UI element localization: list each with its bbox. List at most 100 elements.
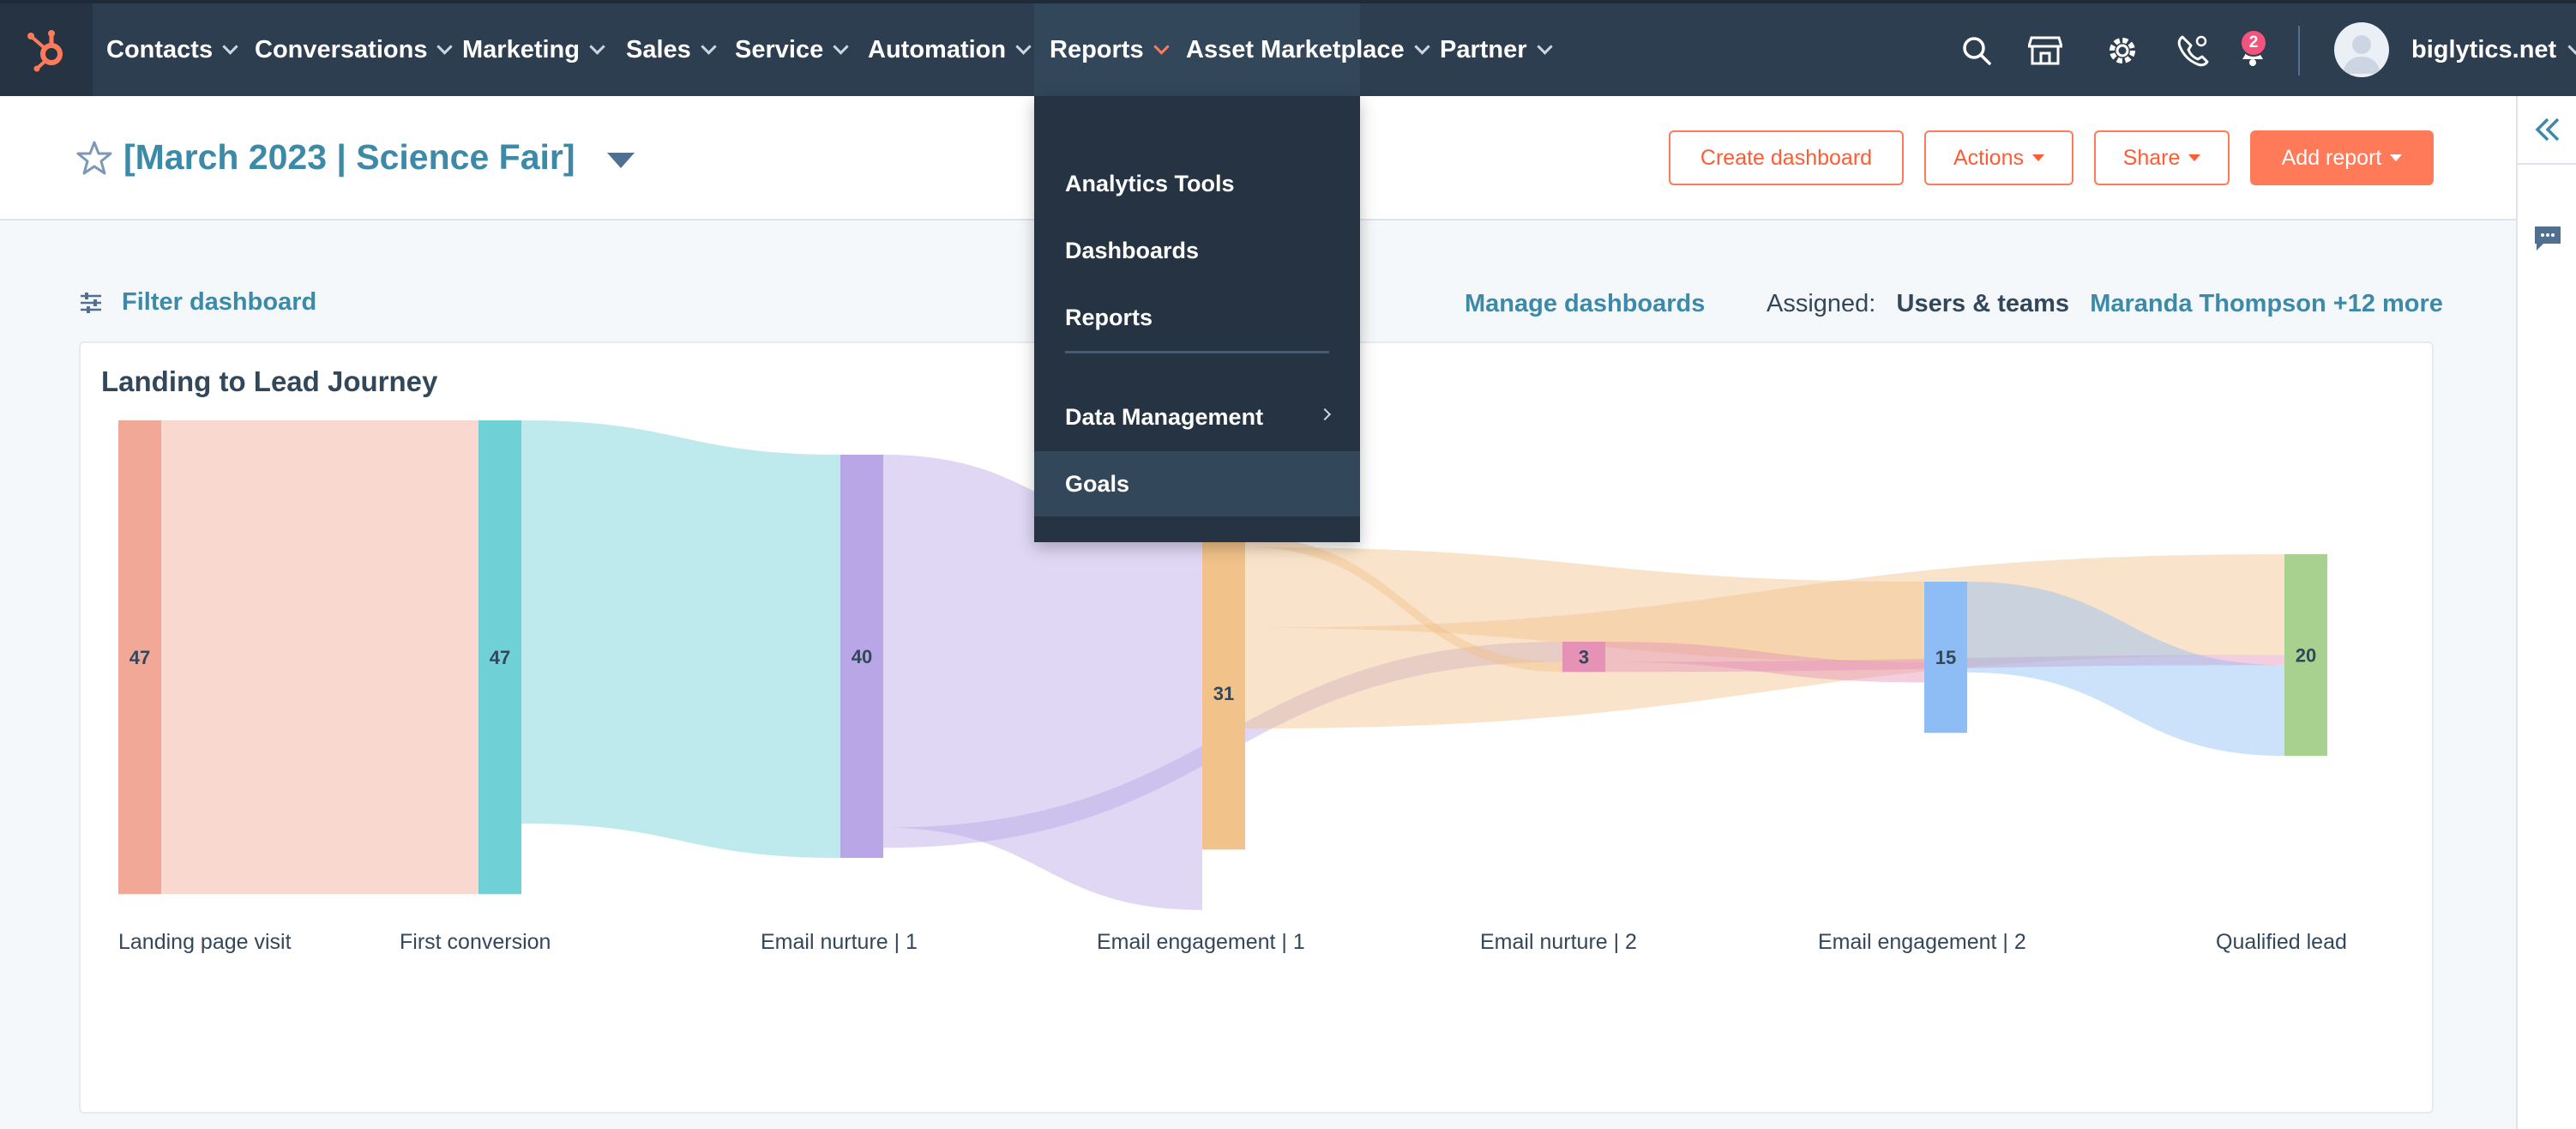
favorite-star-icon[interactable] <box>75 139 113 177</box>
chevron-right-icon <box>1318 408 1332 421</box>
button-label: Actions <box>1953 145 2024 170</box>
nav-label: Partner <box>1440 35 1527 63</box>
nav-contacts[interactable]: Contacts <box>106 3 238 96</box>
nav-automation[interactable]: Automation <box>868 3 1032 96</box>
nav-conversations[interactable]: Conversations <box>255 3 454 96</box>
account-menu[interactable]: biglytics.net <box>2411 3 2576 96</box>
nav-divider <box>2298 26 2300 75</box>
menu-item-label: Analytics Tools <box>1065 170 1235 196</box>
nav-label: Asset Marketplace <box>1186 35 1405 63</box>
report-title[interactable]: Landing to Lead Journey <box>101 365 438 397</box>
add-report-button[interactable]: Add report <box>2250 130 2434 185</box>
nav-partner[interactable]: Partner <box>1440 3 1553 96</box>
nav-asset-marketplace[interactable]: Asset Marketplace <box>1186 3 1430 96</box>
menu-item-goals[interactable]: Goals <box>1034 451 1360 516</box>
manage-dashboards-link[interactable]: Manage dashboards <box>1465 290 1706 317</box>
sankey-link-landing-first[interactable] <box>161 420 478 895</box>
share-button[interactable]: Share <box>2094 130 2230 185</box>
nav-reports[interactable]: Reports <box>1034 3 1360 96</box>
chevron-down-icon <box>701 38 717 55</box>
assigned-info: Assigned: Users & teams Maranda Thompson… <box>1766 290 2443 318</box>
button-label: Add report <box>2281 145 2382 170</box>
hubspot-logo-icon[interactable] <box>0 3 93 96</box>
sankey-link-engage1-nurture2[interactable] <box>1245 537 1562 673</box>
chevron-down-icon <box>436 38 454 55</box>
sankey-link-first-nurture1[interactable] <box>521 420 840 858</box>
menu-item-analytics-tools[interactable]: Analytics Tools <box>1034 151 1360 216</box>
sankey-node-first[interactable] <box>478 420 521 895</box>
top-navigation: Contacts Conversations Marketing Sales S… <box>0 0 2576 96</box>
sankey-node-value: 47 <box>129 647 150 668</box>
sankey-node-label: Email engagement | 2 <box>1818 930 2026 954</box>
filter-label: Filter dashboard <box>122 288 317 316</box>
phone-icon[interactable] <box>2171 29 2214 72</box>
search-icon[interactable] <box>1955 29 1998 72</box>
menu-item-label: Reports <box>1065 304 1153 330</box>
menu-item-data-management[interactable]: Data Management <box>1034 384 1360 450</box>
sankey-node-label: Qualified lead <box>2216 930 2347 954</box>
sankey-node-qualified[interactable] <box>2284 554 2327 756</box>
assigned-value: Users & teams <box>1896 290 2070 317</box>
sankey-node-label: Landing page visit <box>118 930 292 954</box>
sankey-node-engage2[interactable] <box>1924 582 1967 734</box>
sankey-node-label: Email nurture | 1 <box>761 930 918 954</box>
collapse-panel-icon[interactable] <box>2518 96 2576 165</box>
nav-service[interactable]: Service <box>735 3 849 96</box>
nav-label: Conversations <box>255 35 428 63</box>
sankey-node-landing[interactable] <box>118 420 161 895</box>
menu-item-dashboards[interactable]: Dashboards <box>1034 218 1360 283</box>
nav-label: Service <box>735 35 824 63</box>
nav-marketing[interactable]: Marketing <box>462 3 605 96</box>
reports-dropdown-menu: Analytics Tools Dashboards Reports Data … <box>1034 96 1360 542</box>
create-dashboard-button[interactable]: Create dashboard <box>1669 130 1904 185</box>
sankey-node-value: 31 <box>1213 683 1234 704</box>
chevron-down-icon <box>589 38 605 55</box>
sankey-node-value: 20 <box>2296 645 2316 667</box>
chevron-down-icon <box>222 38 238 55</box>
caret-down-icon <box>2031 154 2044 161</box>
chevron-down-icon <box>1015 38 1032 55</box>
sankey-node-value: 3 <box>1579 647 1589 668</box>
sankey-link-engage2-qualified[interactable] <box>1967 582 2284 756</box>
sankey-node-value: 15 <box>1935 647 1956 668</box>
chevron-down-icon <box>833 38 849 55</box>
assigned-label: Assigned: <box>1766 290 1876 317</box>
sankey-link-nurture2-engage2[interactable] <box>1605 642 1924 683</box>
caret-down-icon <box>2188 154 2201 161</box>
sankey-node-label: First conversion <box>400 930 551 954</box>
caret-down-icon <box>2390 154 2403 161</box>
sankey-link-engage1-qualified[interactable] <box>1245 554 2284 729</box>
gear-icon[interactable] <box>2101 29 2144 72</box>
avatar[interactable] <box>2334 22 2389 77</box>
actions-button[interactable]: Actions <box>1924 130 2073 185</box>
sankey-node-value: 47 <box>490 647 510 668</box>
sankey-node-label: Email nurture | 2 <box>1480 930 1637 954</box>
nav-label: Marketing <box>462 35 580 63</box>
button-label: Create dashboard <box>1700 145 1873 170</box>
nav-label: Automation <box>868 35 1007 63</box>
button-label: Share <box>2122 145 2181 170</box>
notification-badge: 2 <box>2240 29 2267 57</box>
chevron-down-icon <box>1536 38 1553 55</box>
marketplace-icon[interactable] <box>2024 29 2067 72</box>
dashboard-switcher-caret-icon[interactable] <box>607 153 635 168</box>
sankey-node-engage1[interactable] <box>1202 537 1245 850</box>
chevron-down-icon <box>2567 38 2576 55</box>
sankey-node-nurture2[interactable] <box>1562 642 1605 673</box>
chevron-down-icon <box>1153 38 1170 55</box>
assigned-users-link[interactable]: Maranda Thompson +12 more <box>2090 290 2443 317</box>
sankey-node-nurture1[interactable] <box>840 455 883 858</box>
nav-label: Contacts <box>106 35 214 63</box>
chat-icon[interactable] <box>2533 225 2562 257</box>
menu-item-reports[interactable]: Reports <box>1034 285 1360 350</box>
filter-sliders-icon <box>81 292 101 313</box>
menu-item-label: Data Management <box>1065 403 1264 430</box>
sankey-link-nurture1-engage1[interactable] <box>883 455 1202 910</box>
page-title[interactable]: [March 2023 | Science Fair] <box>123 137 575 177</box>
sankey-node-label: Email engagement | 1 <box>1097 930 1305 954</box>
sankey-link-engage1-engage2[interactable] <box>1245 546 1924 662</box>
nav-sales[interactable]: Sales <box>626 3 717 96</box>
filter-dashboard-link[interactable]: Filter dashboard <box>79 288 316 317</box>
